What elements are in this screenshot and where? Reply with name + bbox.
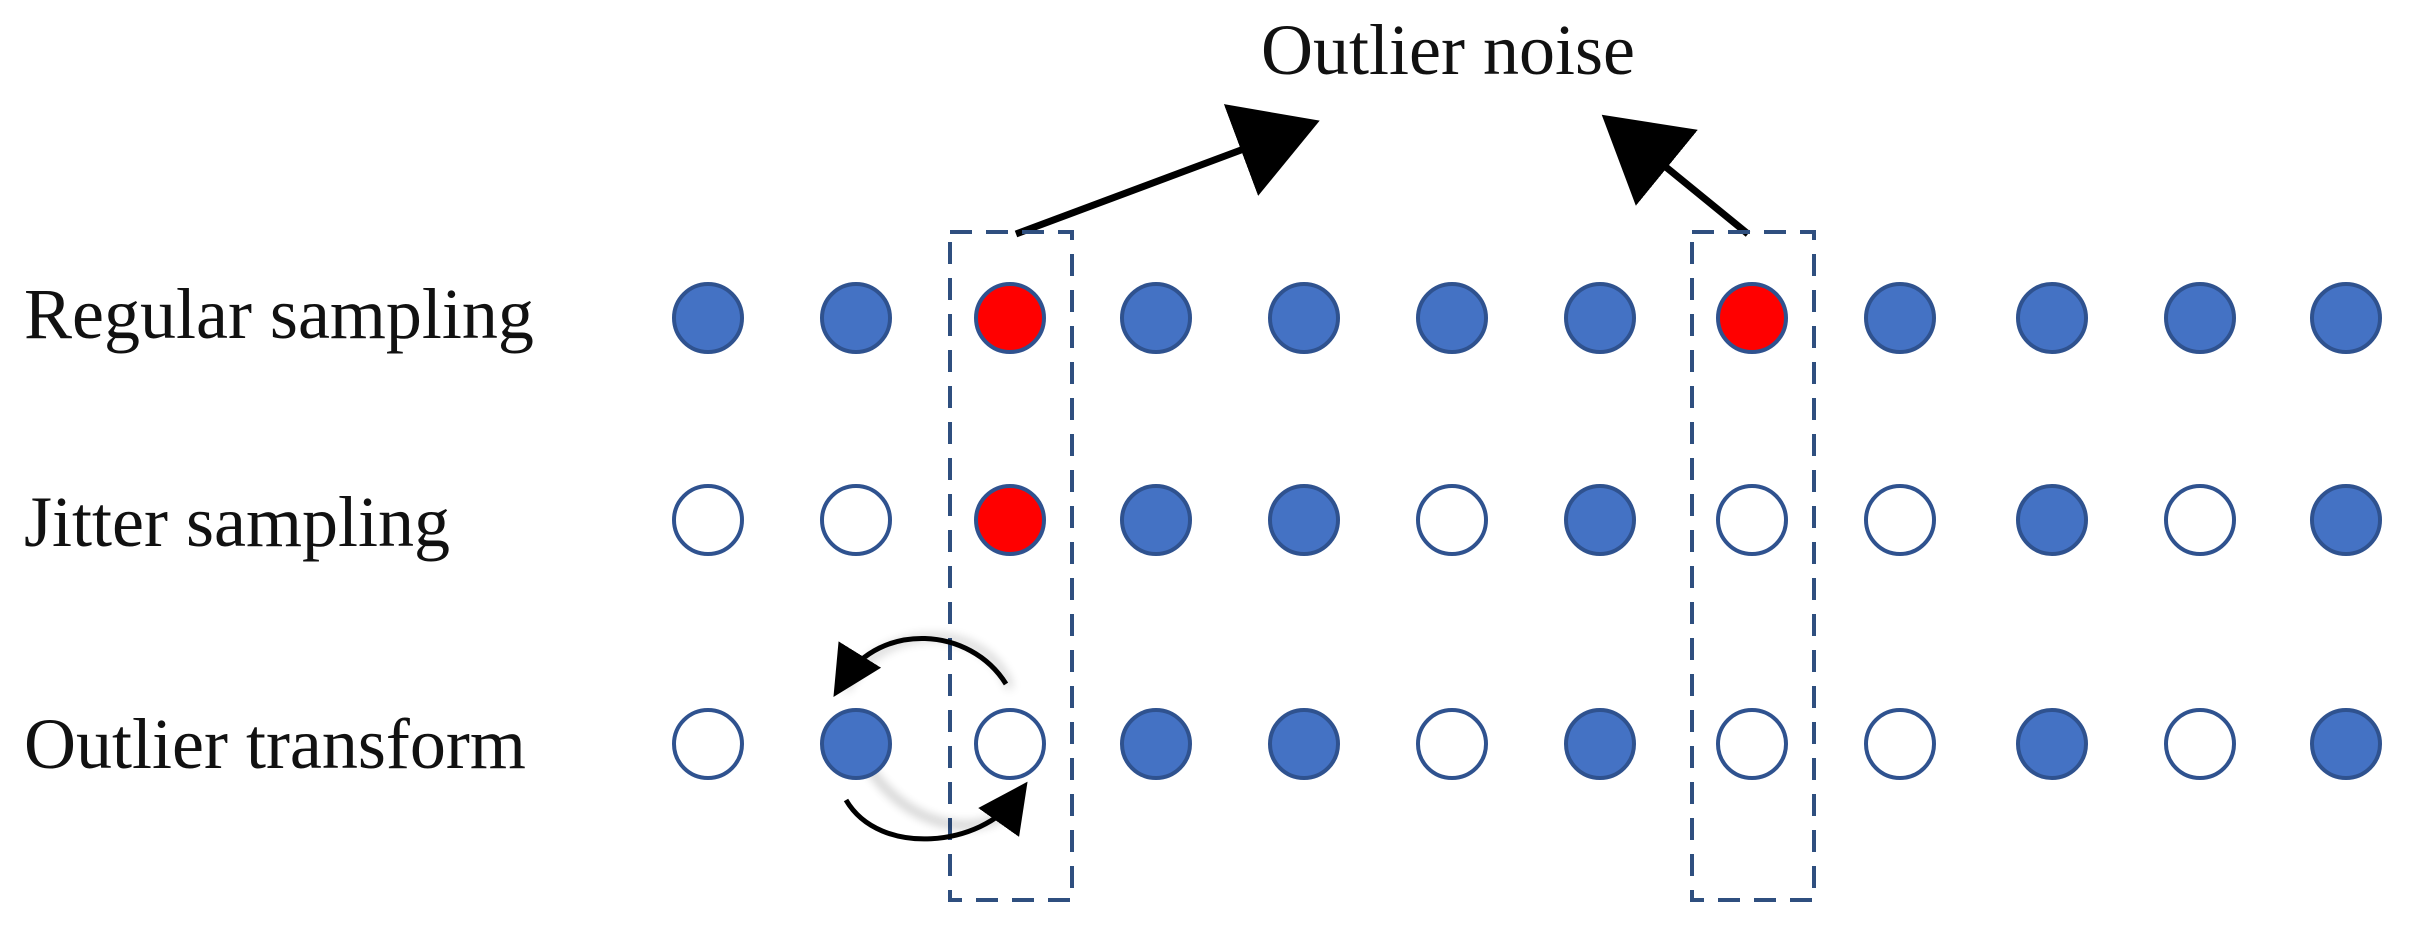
sample-dot-empty [672, 708, 744, 780]
sample-dot-filled [2164, 282, 2236, 354]
sample-dot-filled [1564, 484, 1636, 556]
sample-dot-filled [1268, 282, 1340, 354]
row-labels: Regular sampling Jitter sampling Outlier… [24, 274, 534, 784]
sample-dot-noise [974, 282, 1046, 354]
sample-dot-filled [1564, 282, 1636, 354]
sample-dot-filled [2310, 484, 2382, 556]
sample-dot-empty [974, 708, 1046, 780]
sample-dot-empty [1716, 484, 1788, 556]
sample-dot-filled [1564, 708, 1636, 780]
sample-dot-filled [2016, 708, 2088, 780]
sample-dot-noise [1716, 282, 1788, 354]
sample-dot-empty [2164, 708, 2236, 780]
outlier-highlight-box [1690, 230, 1816, 902]
outlier-arrow-left-icon [1014, 104, 1320, 238]
sample-dot-empty [820, 484, 892, 556]
swap-arrow-top-icon [833, 636, 1009, 697]
row-label-jitter-sampling: Jitter sampling [24, 482, 450, 562]
sample-dot-filled [2310, 282, 2382, 354]
swap-arrow-bottom-icon [843, 781, 1028, 842]
sample-dot-empty [1864, 484, 1936, 556]
sample-dot-filled [672, 282, 744, 354]
outlier-highlight-box [948, 230, 1074, 902]
sample-dot-filled [1120, 282, 1192, 354]
sample-dot-filled [1416, 282, 1488, 354]
sample-dot-filled [1268, 484, 1340, 556]
sample-dot-empty [2164, 484, 2236, 556]
sample-dot-filled [1120, 484, 1192, 556]
sample-dot-empty [1416, 484, 1488, 556]
sample-dot-filled [1268, 708, 1340, 780]
sample-dot-empty [1416, 708, 1488, 780]
sample-dot-filled [2016, 484, 2088, 556]
sample-dot-empty [1716, 708, 1788, 780]
sample-dot-filled [2016, 282, 2088, 354]
outlier-arrow-right-icon [1601, 114, 1751, 237]
sample-dot-noise [974, 484, 1046, 556]
sample-dot-filled [820, 282, 892, 354]
sample-dot-filled [820, 708, 892, 780]
sample-dot-filled [2310, 708, 2382, 780]
sample-dot-filled [1120, 708, 1192, 780]
sample-dot-empty [672, 484, 744, 556]
sample-dot-filled [1864, 282, 1936, 354]
sample-dots [672, 282, 2382, 780]
row-label-outlier-transform: Outlier transform [24, 704, 526, 784]
sample-dot-empty [1864, 708, 1936, 780]
row-label-regular-sampling: Regular sampling [24, 274, 534, 354]
outlier-noise-label: Outlier noise [1261, 10, 1635, 90]
